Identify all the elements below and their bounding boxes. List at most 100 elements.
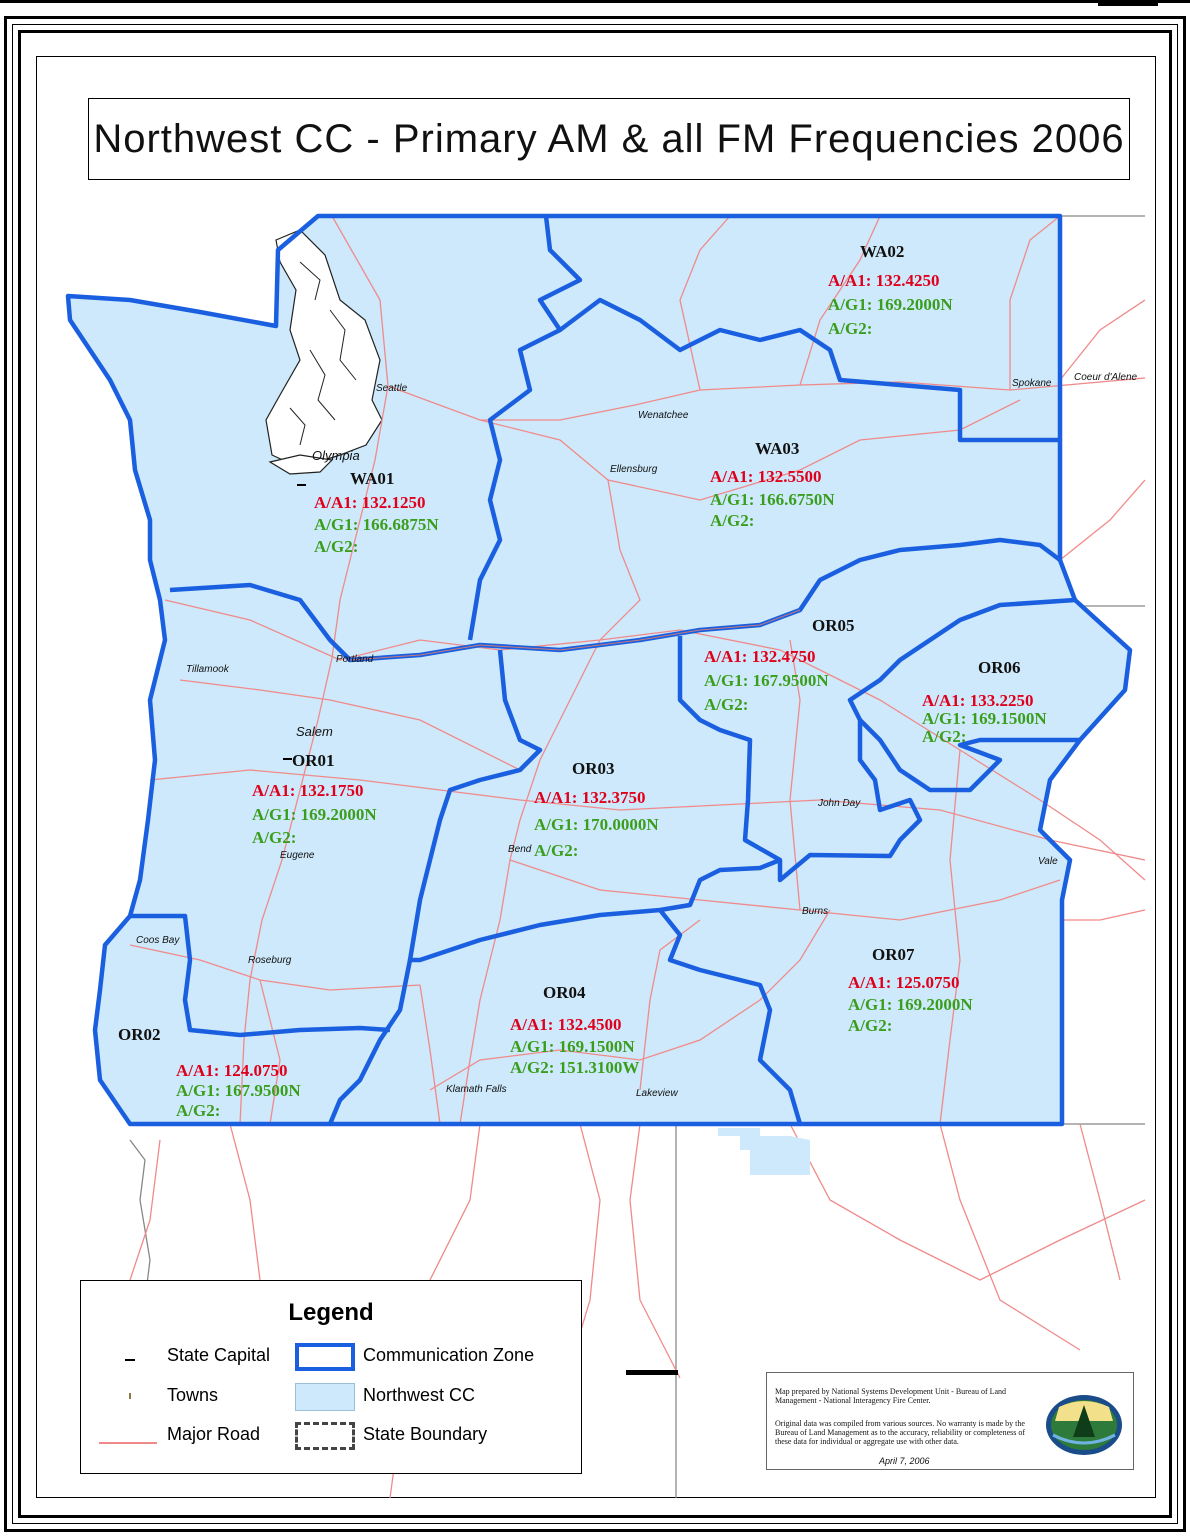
town-john-day: John Day xyxy=(817,798,861,809)
credit-box: Map prepared by National Systems Develop… xyxy=(766,1372,1134,1470)
zone-aa1: A/A1: 125.0750 xyxy=(848,973,959,992)
legend-communication-zone: Communication Zone xyxy=(363,1345,535,1365)
zone-boundaries xyxy=(65,213,1133,1127)
town-symbol-icon xyxy=(129,1393,131,1399)
legend-northwest-cc: Northwest CC xyxy=(363,1385,476,1405)
region-fragment xyxy=(718,1128,810,1175)
zone-or06: OR06 A/A1: 133.2250 A/G1: 169.1500N A/G2… xyxy=(922,658,1047,746)
zone-name: OR05 xyxy=(812,616,855,635)
map-title: Northwest CC - Primary AM & all FM Frequ… xyxy=(88,98,1130,180)
zone-aa1: A/A1: 132.1250 xyxy=(314,493,425,512)
zone-or02: OR02 A/A1: 124.0750 A/G1: 167.9500N A/G2… xyxy=(118,1025,301,1120)
zone-ag2: A/G2: xyxy=(922,727,966,746)
zone-ag2: A/G2: xyxy=(252,828,296,847)
zone-ag1: A/G1: 167.9500N xyxy=(176,1081,301,1100)
zone-name: WA02 xyxy=(860,242,904,261)
nwcc-swatch-icon xyxy=(295,1383,355,1411)
outer-frame xyxy=(4,16,1186,1532)
zone-name: OR03 xyxy=(572,759,615,778)
town-bend: Bend xyxy=(508,844,532,855)
zone-ag1: A/G1: 169.1500N xyxy=(922,709,1047,728)
zone-or07: OR07 A/A1: 125.0750 A/G1: 169.2000N A/G2… xyxy=(848,945,973,1035)
zone-or03: OR03 A/A1: 132.3750 A/G1: 170.0000N A/G2… xyxy=(534,759,659,860)
scale-bar xyxy=(626,1370,678,1375)
blm-logo-icon xyxy=(1046,1395,1122,1455)
zone-ag2: A/G2: xyxy=(710,511,754,530)
state-boundary-swatch-icon xyxy=(295,1422,355,1450)
zone-name: OR06 xyxy=(978,658,1021,677)
zone-name: WA03 xyxy=(755,439,799,458)
legend-title: Legend xyxy=(288,1299,374,1326)
town-eugene: Eugene xyxy=(280,850,315,861)
zone-ag1: A/G1: 166.6750N xyxy=(710,490,835,509)
road-line-icon xyxy=(99,1442,157,1444)
zone-ag1: A/G1: 167.9500N xyxy=(704,671,829,690)
legend-state-boundary: State Boundary xyxy=(363,1424,488,1444)
town-roseburg: Roseburg xyxy=(248,955,292,966)
zone-ag2: A/G2: xyxy=(704,695,748,714)
capital-salem xyxy=(283,758,292,760)
town-lakeview: Lakeview xyxy=(636,1088,678,1099)
zone-aa1: A/A1: 132.4750 xyxy=(704,647,815,666)
zone-ag1: A/G1: 169.2000N xyxy=(848,995,973,1014)
inner-frame-2 xyxy=(18,30,1172,1518)
puget-sound xyxy=(265,229,383,475)
zone-wa02: WA02 A/A1: 132.4250 A/G1: 169.2000N A/G2… xyxy=(828,242,953,338)
capital-symbol-icon xyxy=(125,1359,135,1361)
zone-aa1: A/A1: 132.1750 xyxy=(252,781,363,800)
legend-major-road: Major Road xyxy=(167,1424,261,1444)
zone-ag1: A/G1: 169.1500N xyxy=(510,1037,635,1056)
zone-ag2: A/G2: xyxy=(828,319,872,338)
legend-towns: Towns xyxy=(167,1385,219,1405)
town-tillamook: Tillamook xyxy=(186,664,230,675)
zone-aa1: A/A1: 132.3750 xyxy=(534,788,645,807)
zone-aa1: A/A1: 132.5500 xyxy=(710,467,821,486)
zone-name: OR02 xyxy=(118,1025,161,1044)
major-roads xyxy=(129,215,1146,1499)
columbia-river xyxy=(349,609,801,661)
zone-or05: OR05 A/A1: 132.4750 A/G1: 167.9500N A/G2… xyxy=(704,616,855,714)
zone-or01: OR01 A/A1: 132.1750 A/G1: 169.2000N A/G2… xyxy=(252,751,377,847)
legend: Legend State Capital Towns Major Road Co… xyxy=(80,1280,582,1474)
zone-ag1: A/G1: 169.2000N xyxy=(252,805,377,824)
zone-swatch-icon xyxy=(295,1343,355,1371)
town-burns: Burns xyxy=(802,906,828,917)
zone-ag1: A/G1: 166.6875N xyxy=(314,515,439,534)
cropped-header-strip xyxy=(0,0,1190,14)
map-frame xyxy=(36,56,1156,1498)
town-coeur-dalene: Coeur d'Alene xyxy=(1074,372,1138,383)
town-spokane: Spokane xyxy=(1012,378,1052,389)
town-coos-bay: Coos Bay xyxy=(136,935,180,946)
credit-prepared-by: Map prepared by National Systems Develop… xyxy=(775,1387,1007,1405)
zone-ag1: A/G1: 170.0000N xyxy=(534,815,659,834)
zone-wa03: WA03 A/A1: 132.5500 A/G1: 166.6750N A/G2… xyxy=(710,439,835,530)
zone-name: OR07 xyxy=(872,945,915,964)
town-salem: Salem xyxy=(296,724,333,739)
town-ellensburg: Ellensburg xyxy=(610,464,658,475)
zone-ag2: A/G2: xyxy=(176,1101,220,1120)
zone-ag1: A/G1: 169.2000N xyxy=(828,295,953,314)
zone-name: WA01 xyxy=(350,469,394,488)
zone-or04: OR04 A/A1: 132.4500 A/G1: 169.1500N A/G2… xyxy=(510,983,639,1077)
zone-ag2: A/G2: xyxy=(848,1016,892,1035)
town-wenatchee: Wenatchee xyxy=(638,410,689,421)
legend-state-capital: State Capital xyxy=(167,1345,271,1365)
inner-frame xyxy=(12,24,1178,1524)
capital-olympia xyxy=(297,484,306,486)
state-boundaries xyxy=(129,215,1145,1498)
zone-aa1: A/A1: 132.4250 xyxy=(828,271,939,290)
town-olympia: Olympia xyxy=(312,448,360,463)
zone-ag2: A/G2: xyxy=(534,841,578,860)
town-portland: Portland xyxy=(336,654,374,665)
zone-ag2: A/G2: xyxy=(314,537,358,556)
credit-disclaimer: Original data was compiled from various … xyxy=(775,1419,1026,1446)
puget-islands xyxy=(289,261,357,446)
zone-aa1: A/A1: 124.0750 xyxy=(176,1061,287,1080)
zone-aa1: A/A1: 133.2250 xyxy=(922,691,1033,710)
zone-ag2: A/G2: 151.3100W xyxy=(510,1058,639,1077)
town-klamath-falls: Klamath Falls xyxy=(446,1084,507,1095)
town-vale: Vale xyxy=(1038,856,1058,867)
zone-name: OR04 xyxy=(543,983,586,1002)
credit-date: April 7, 2006 xyxy=(879,1456,930,1466)
